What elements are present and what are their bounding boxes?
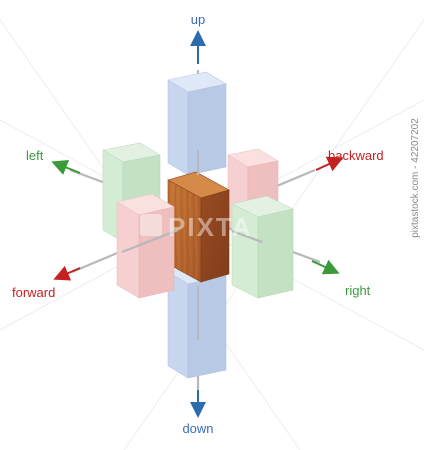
arrow-left: [51, 160, 81, 175]
label-backward: backward: [328, 148, 384, 163]
block-right: [231, 195, 294, 299]
block-forward: [116, 193, 175, 299]
arrow-forward: [53, 265, 81, 281]
label-right: right: [345, 283, 371, 298]
label-down: down: [182, 421, 213, 436]
direction-arrows: [51, 30, 344, 418]
label-up: up: [191, 12, 205, 27]
arrow-right: [311, 259, 340, 275]
center-wood-block: [167, 171, 230, 283]
watermark-side-text: pixtastock.com - 42207202: [410, 118, 421, 238]
label-forward: forward: [12, 285, 55, 300]
watermark-center: PIXTA: [140, 212, 253, 242]
axis-front-segments: [121, 150, 263, 340]
direction-labels: up down left right forward backward: [12, 12, 384, 436]
arrow-backward: [315, 156, 344, 172]
label-left: left: [26, 148, 44, 163]
watermark-center-text: PIXTA: [168, 212, 253, 242]
